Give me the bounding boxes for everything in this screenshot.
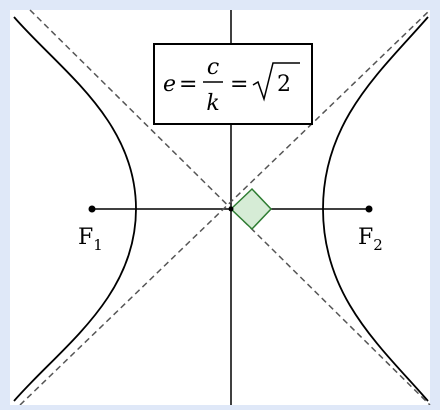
equation-equals-2: = bbox=[230, 72, 248, 97]
radical-sign bbox=[252, 62, 300, 102]
center-point bbox=[228, 206, 234, 212]
focus-f2-label: F2 bbox=[358, 225, 383, 254]
eccentricity-equation: e = c k = 2 bbox=[153, 43, 313, 125]
fraction-numerator: c bbox=[207, 55, 219, 80]
hyperbola-left-branch bbox=[13, 16, 137, 402]
asymptote-ascending bbox=[19, 9, 431, 406]
hyperbola-right-branch bbox=[322, 16, 429, 402]
equation-equals-1: = bbox=[179, 72, 197, 97]
focus-f2-point bbox=[365, 205, 373, 213]
equation-box bbox=[153, 43, 313, 125]
fraction-denominator: k bbox=[206, 91, 219, 116]
right-angle-marker bbox=[229, 187, 273, 231]
equation-lhs: e bbox=[163, 72, 176, 97]
focus-f1-point bbox=[88, 205, 96, 213]
focus-f1-label: F1 bbox=[78, 225, 103, 254]
radicand: 2 bbox=[277, 72, 291, 97]
